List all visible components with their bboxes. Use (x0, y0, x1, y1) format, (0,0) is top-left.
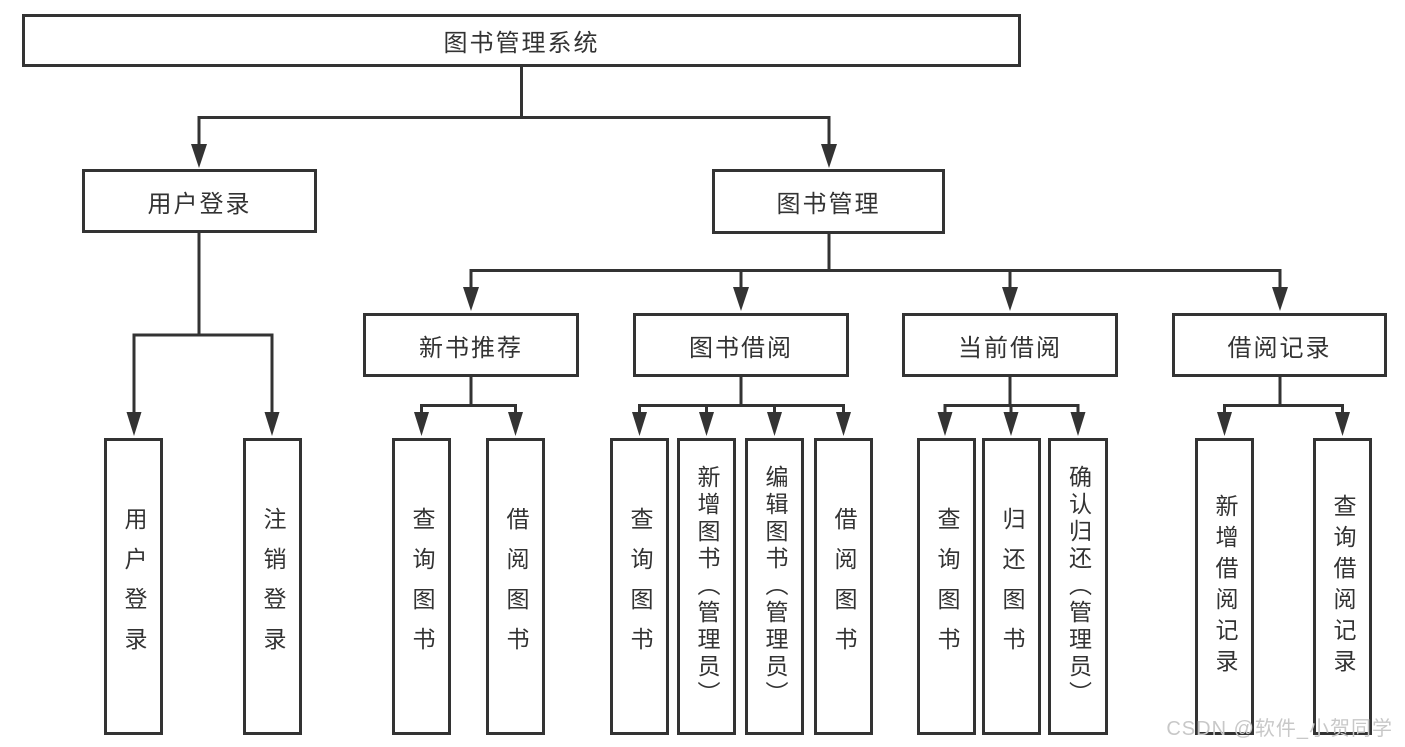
leaf-user-login: 用户登录 (104, 438, 163, 735)
node-new-book-recommend-label: 新书推荐 (419, 334, 523, 362)
node-root-label: 图书管理系统 (443, 30, 600, 57)
node-root: 图书管理系统 (22, 14, 1021, 67)
node-current-borrow: 当前借阅 (902, 313, 1118, 377)
leaf-cb-confirm-return-admin-label: 确认归还（管理员） (1065, 465, 1092, 708)
leaf-cb-query-books: 查询图书 (917, 438, 976, 735)
node-new-book-recommend: 新书推荐 (363, 313, 579, 377)
leaf-cb-query-books-label: 查询图书 (934, 506, 960, 667)
leaf-cb-return-books: 归还图书 (982, 438, 1041, 735)
leaf-bb-add-books-admin: 新增图书（管理员） (677, 438, 736, 735)
node-book-borrow: 图书借阅 (633, 313, 849, 377)
leaf-bb-add-books-admin-label: 新增图书（管理员） (694, 465, 720, 708)
leaf-br-query-record: 查询借阅记录 (1313, 438, 1372, 735)
leaf-nb-query-books: 查询图书 (392, 438, 451, 735)
leaf-nb-query-books-label: 查询图书 (409, 506, 435, 667)
leaf-bb-edit-books-admin-label: 编辑图书（管理员） (762, 465, 788, 708)
leaf-br-add-record: 新增借阅记录 (1195, 438, 1254, 735)
leaf-cb-confirm-return-admin: 确认归还（管理员） (1048, 438, 1108, 735)
leaf-br-add-record-label: 新增借阅记录 (1212, 493, 1238, 680)
node-user-login-label: 用户登录 (147, 190, 252, 218)
leaf-bb-borrow-books: 借阅图书 (814, 438, 873, 735)
leaf-br-query-record-label: 查询借阅记录 (1330, 493, 1356, 680)
leaf-bb-query-books-label: 查询图书 (627, 506, 653, 667)
node-borrow-records-label: 借阅记录 (1227, 334, 1332, 362)
leaf-bb-query-books: 查询图书 (610, 438, 669, 735)
leaf-user-login-label: 用户登录 (121, 506, 147, 667)
leaf-nb-borrow-books: 借阅图书 (486, 438, 545, 735)
watermark: CSDN @软件_小贺同学 (1166, 718, 1393, 740)
node-current-borrow-label: 当前借阅 (958, 334, 1062, 362)
node-user-login: 用户登录 (82, 169, 317, 233)
node-borrow-records: 借阅记录 (1172, 313, 1387, 377)
leaf-logout: 注销登录 (243, 438, 302, 735)
leaf-logout-label: 注销登录 (260, 506, 286, 667)
leaf-nb-borrow-books-label: 借阅图书 (503, 506, 529, 667)
leaf-cb-return-books-label: 归还图书 (999, 506, 1025, 667)
node-book-management-label: 图书管理 (776, 191, 881, 218)
leaf-bb-edit-books-admin: 编辑图书（管理员） (745, 438, 804, 735)
leaf-bb-borrow-books-label: 借阅图书 (831, 506, 857, 667)
node-book-borrow-label: 图书借阅 (689, 334, 793, 362)
node-book-management: 图书管理 (712, 169, 945, 234)
